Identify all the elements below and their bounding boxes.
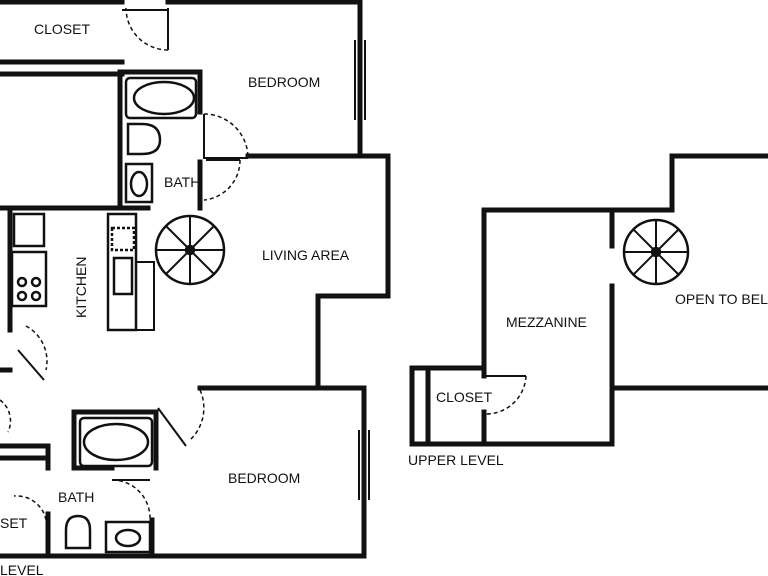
upper-closet-door	[485, 375, 527, 415]
kitchen-fixtures	[10, 212, 155, 332]
label-bath-bottom: BATH	[58, 489, 94, 505]
top-closet-wall	[0, 59, 125, 77]
label-kitchen: KITCHEN	[73, 257, 89, 318]
bottom-bedroom-walls	[0, 385, 367, 471]
spiral-stair-upper	[622, 218, 690, 286]
lower-level-plan: CLOSET BEDROOM BATH KITCHEN LIVING AREA …	[0, 0, 391, 576]
bottom-bath-walls	[45, 511, 155, 559]
label-closet-bottom: SET	[0, 515, 28, 531]
kitchen-wall	[0, 205, 151, 373]
label-living-area: LIVING AREA	[262, 247, 350, 263]
label-closet-top: CLOSET	[34, 21, 90, 37]
label-lower-level: LEVEL	[0, 562, 44, 576]
window-bedroom-bottom	[358, 430, 370, 500]
bath-fixtures-bottom	[64, 416, 154, 554]
label-bedroom-bottom: BEDROOM	[228, 470, 300, 486]
lower-outer-wall	[0, 0, 391, 559]
label-open-to-below: OPEN TO BEL	[675, 291, 768, 307]
doors-lower	[0, 7, 249, 521]
label-upper-level: UPPER LEVEL	[408, 452, 504, 468]
bath-top-walls	[0, 69, 203, 333]
upper-level-plan: MEZZANINE OPEN TO BEL CLOSET UPPER LEVEL	[408, 153, 768, 468]
label-bedroom-top: BEDROOM	[248, 74, 320, 90]
label-bath-top: BATH	[164, 174, 200, 190]
label-mezzanine: MEZZANINE	[506, 314, 587, 330]
label-upper-closet: CLOSET	[436, 389, 492, 405]
window-bedroom-top	[354, 40, 366, 120]
upper-closet-wall	[425, 365, 487, 447]
spiral-stair-lower	[154, 214, 226, 286]
bath-fixtures-top	[124, 76, 198, 204]
